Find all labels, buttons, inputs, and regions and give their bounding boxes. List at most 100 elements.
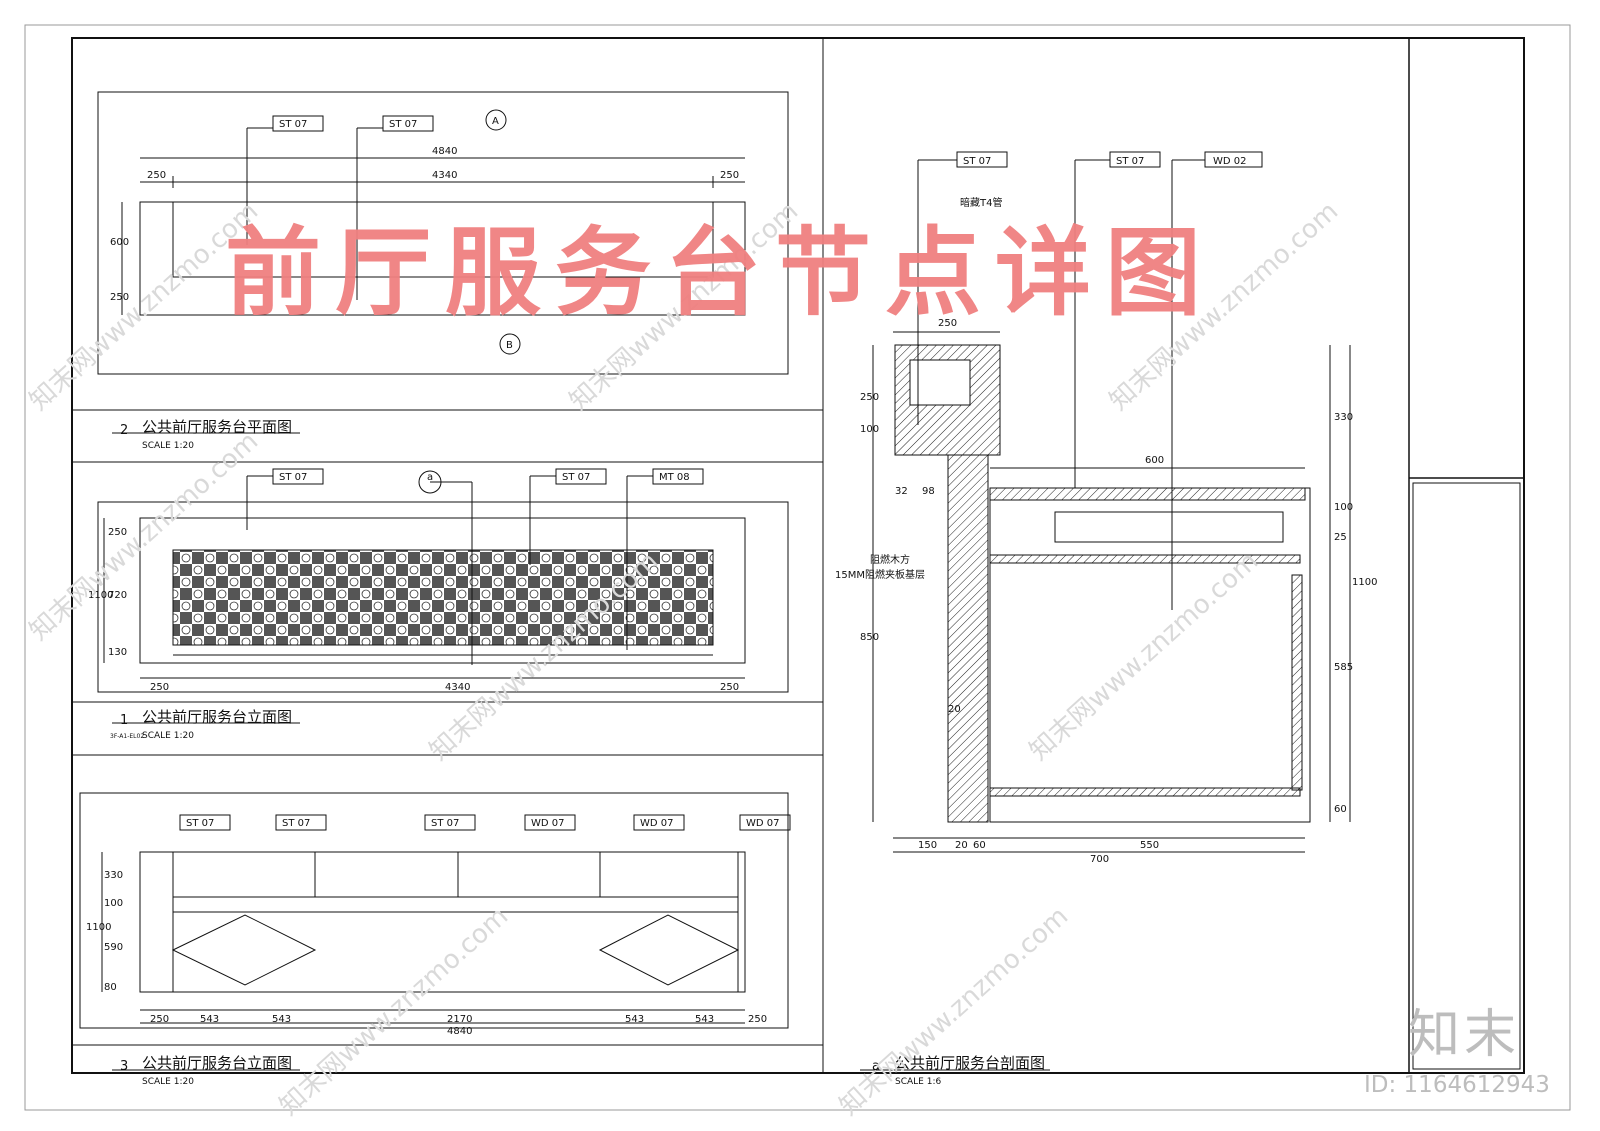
section-marker-b (499, 333, 521, 355)
elev3-tag-text-5: WD 07 (640, 818, 674, 829)
plan-dim-mid-text: 4340 (432, 170, 457, 181)
elevation3-frame (79, 792, 789, 1029)
section-dim-lh3: 20 (948, 704, 961, 715)
inner-border (71, 37, 1525, 1074)
section-dim-shelf: 600 (1145, 455, 1164, 466)
section-tag-text-2: ST 07 (1116, 156, 1144, 167)
elev3-tag-text-6: WD 07 (746, 818, 780, 829)
section-dim-b0: 150 (918, 840, 937, 851)
cabinet-door-right (598, 914, 740, 986)
section-dim-rh1: 100 (1334, 502, 1353, 513)
outer-border (24, 24, 1571, 1111)
section-tag-text-3: WD 02 (1213, 156, 1247, 167)
elevation1-body (139, 517, 746, 664)
elevation1-frame (97, 501, 789, 693)
elev3-tag-text-1: ST 07 (186, 818, 214, 829)
elevation3-tag-4 (524, 814, 576, 831)
elev1-dim-h3: 130 (108, 647, 127, 658)
cabinet-door-left (171, 914, 317, 986)
elev3-tag-text-2: ST 07 (282, 818, 310, 829)
section-note-2: 阻燃木方 (870, 553, 910, 566)
elevation3-body (139, 851, 746, 993)
elevation1-tag-3 (652, 468, 704, 485)
plan-dim-v1-text: 600 (110, 237, 129, 248)
elev3-scale: SCALE 1:20 (142, 1077, 194, 1087)
section-dim-lh2: 850 (860, 632, 879, 643)
elev1-dim-mid: 4340 (445, 682, 470, 693)
section-tag-1 (956, 151, 1008, 168)
plan-dim-v2-text: 250 (110, 292, 129, 303)
section-top-slab (989, 487, 1306, 501)
elev3-dim-b5: 543 (695, 1014, 714, 1025)
elev3-number: 3 (120, 1059, 128, 1074)
section-dim-b1: 20 (955, 840, 968, 851)
plan-dim-total-text: 4840 (432, 146, 457, 157)
marker-b-text: B (506, 340, 513, 351)
section-cabinet (989, 487, 1311, 823)
section-tag-text-1: ST 07 (963, 156, 991, 167)
elev3-tag-text-3: ST 07 (431, 818, 459, 829)
elev1-tag-text-2: ST 07 (562, 472, 590, 483)
elev1-marker-text: a (427, 472, 433, 483)
plan-inner (172, 201, 714, 278)
plan-dim-left-text: 250 (147, 170, 166, 181)
drawing-id: ID: 1164612943 (1364, 1072, 1550, 1098)
section-note-1: 暗藏T4管 (960, 196, 1002, 209)
section-scale: SCALE 1:6 (895, 1077, 941, 1087)
section-dim-rh3: 585 (1334, 662, 1353, 673)
elev1-dim-h1: 250 (108, 527, 127, 538)
section-marker-a (485, 109, 507, 131)
elev1-number: 1 (120, 713, 128, 728)
elev3-dim-b6: 250 (748, 1014, 767, 1025)
elevation3-tag-2 (275, 814, 327, 831)
section-title: 公共前厅服务台剖面图 (895, 1054, 1045, 1072)
plan-tag-text-2: ST 07 (389, 119, 417, 130)
elev3-dim-h1: 100 (104, 898, 123, 909)
elevation3-tag-1 (179, 814, 231, 831)
elev3-title: 公共前厅服务台立面图 (142, 1054, 292, 1072)
elev1-title: 公共前厅服务台立面图 (142, 708, 292, 726)
elevation1-tag-2 (555, 468, 607, 485)
elev3-tag-text-4: WD 07 (531, 818, 565, 829)
elev1-dim-h-total: 1100 (88, 590, 113, 601)
section-tag-3 (1204, 151, 1263, 168)
section-dim-rh0: 330 (1334, 412, 1353, 423)
section-dim-lh0: 250 (860, 392, 879, 403)
elevation3-tag-6 (739, 814, 791, 831)
section-dim-top: 250 (938, 318, 957, 329)
section-dim-lw0: 32 (895, 486, 908, 497)
section-wall (947, 454, 989, 823)
section-dim-lh1: 100 (860, 424, 879, 435)
elev1-dim-h2: 720 (108, 590, 127, 601)
elev3-dim-h3: 80 (104, 982, 117, 993)
elevation1-checker-panel (172, 549, 714, 646)
elev3-dim-h2: 590 (104, 942, 123, 953)
plan-number: 2 (120, 423, 128, 438)
elev1-tag-text-3: MT 08 (659, 472, 690, 483)
elev3-dim-b4: 543 (625, 1014, 644, 1025)
elevation1-tag-1 (272, 468, 324, 485)
elevation3-tag-5 (633, 814, 685, 831)
section-dim-rtotal: 1100 (1352, 577, 1377, 588)
section-note-3: 15MM阻燃夹板基层 (835, 568, 925, 581)
elev1-dim-left: 250 (150, 682, 169, 693)
elev3-dim-b1: 543 (200, 1014, 219, 1025)
plan-scale: SCALE 1:20 (142, 441, 194, 451)
elev3-dim-h0: 330 (104, 870, 123, 881)
elev1-dim-right: 250 (720, 682, 739, 693)
section-dim-rh2: 25 (1334, 532, 1347, 543)
section-dim-lw1: 98 (922, 486, 935, 497)
elev3-dim-total: 4840 (447, 1026, 472, 1037)
section-dim-b2: 60 (973, 840, 986, 851)
plan-dim-right-text: 250 (720, 170, 739, 181)
page-title: 前厅服务台节点详图 (225, 217, 1215, 329)
elevation3-tag-3 (424, 814, 476, 831)
elev3-dim-b2: 543 (272, 1014, 291, 1025)
elev1-scale: SCALE 1:20 (142, 731, 194, 741)
brand-logo: 知末 (1408, 1005, 1521, 1065)
section-dim-rh4: 60 (1334, 804, 1347, 815)
elev1-tag-text-1: ST 07 (279, 472, 307, 483)
plan-tag-2 (382, 115, 434, 132)
title-block-cell (1412, 482, 1521, 1070)
